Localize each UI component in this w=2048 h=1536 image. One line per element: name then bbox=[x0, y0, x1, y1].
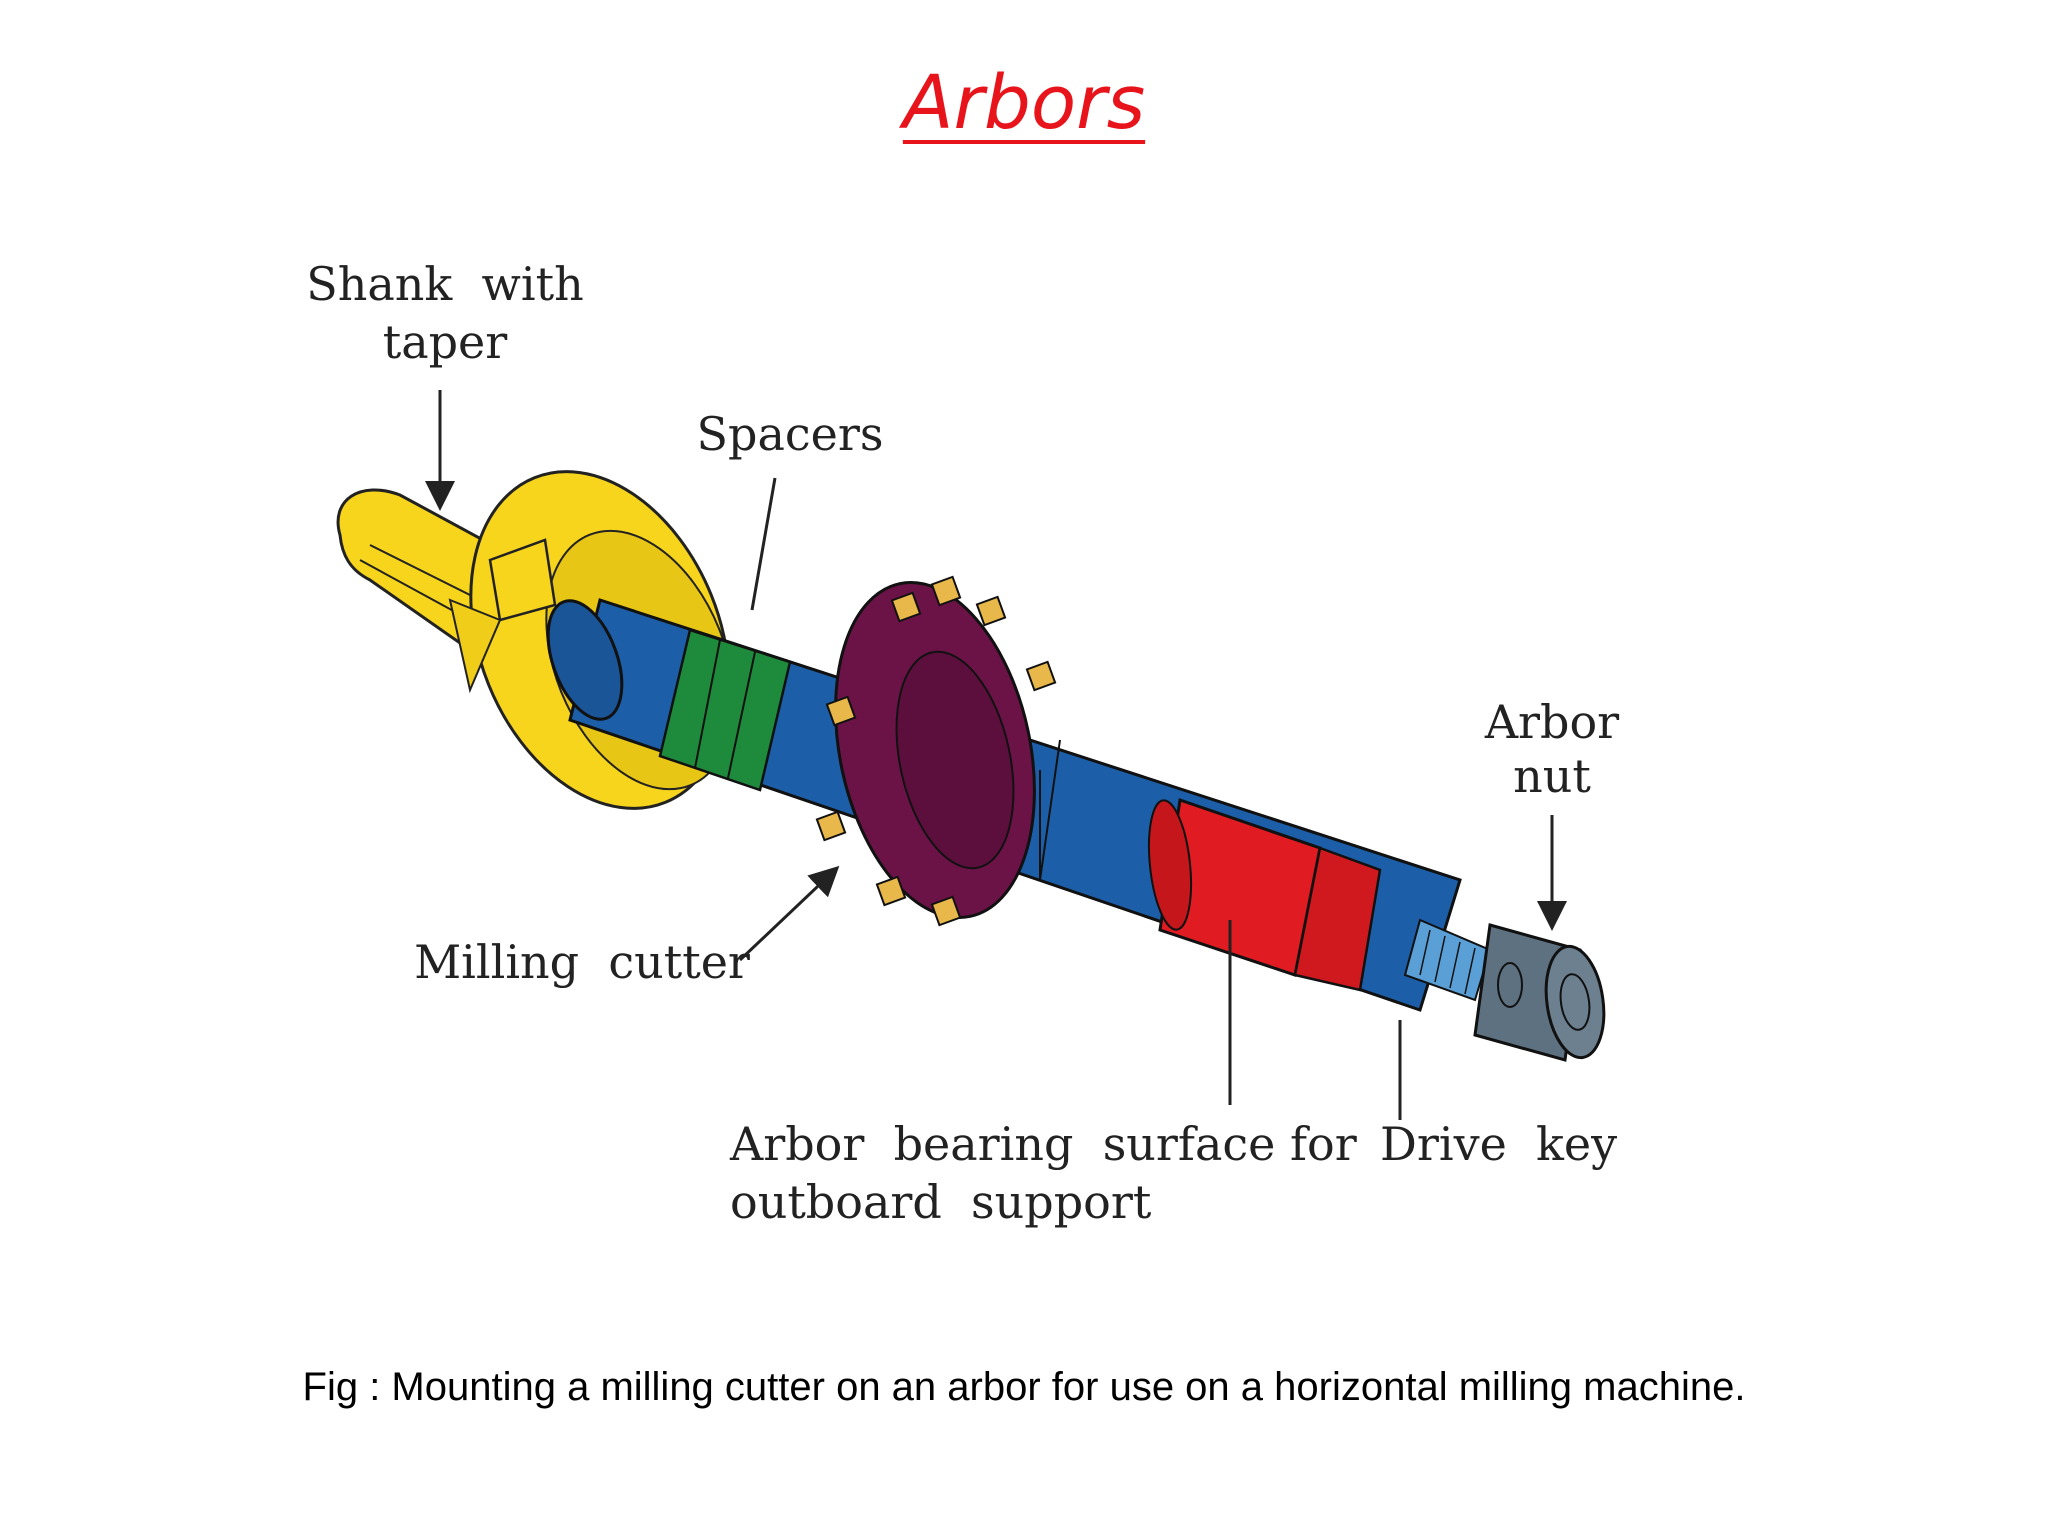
label-shank-line2: taper bbox=[383, 315, 508, 369]
arbor-bearing-surface bbox=[1147, 797, 1382, 992]
label-drive-key: Drive key bbox=[1380, 1117, 1617, 1171]
arbor-nut bbox=[1473, 923, 1606, 1062]
drive-key bbox=[1403, 918, 1492, 1002]
page-title: Arbors bbox=[902, 60, 1146, 146]
label-spacers: Spacers bbox=[697, 407, 884, 461]
label-arbor-nut-line2: nut bbox=[1513, 749, 1591, 803]
cutter-inserts bbox=[815, 575, 1057, 927]
milling-cutter bbox=[815, 575, 1057, 927]
leader-lines bbox=[425, 390, 1567, 1120]
label-bearing-line1: Arbor bearing surface for bbox=[729, 1117, 1357, 1171]
label-bearing-line2: outboard support bbox=[730, 1175, 1152, 1229]
arbor-mid-segment bbox=[1039, 739, 1061, 881]
spacers bbox=[658, 628, 792, 792]
figure-caption: Fig : Mounting a milling cutter on an ar… bbox=[302, 1365, 1746, 1409]
label-shank-line1: Shank with bbox=[306, 257, 584, 311]
label-arbor-nut-line1: Arbor bbox=[1484, 695, 1619, 749]
label-milling-cutter: Milling cutter bbox=[414, 935, 750, 989]
